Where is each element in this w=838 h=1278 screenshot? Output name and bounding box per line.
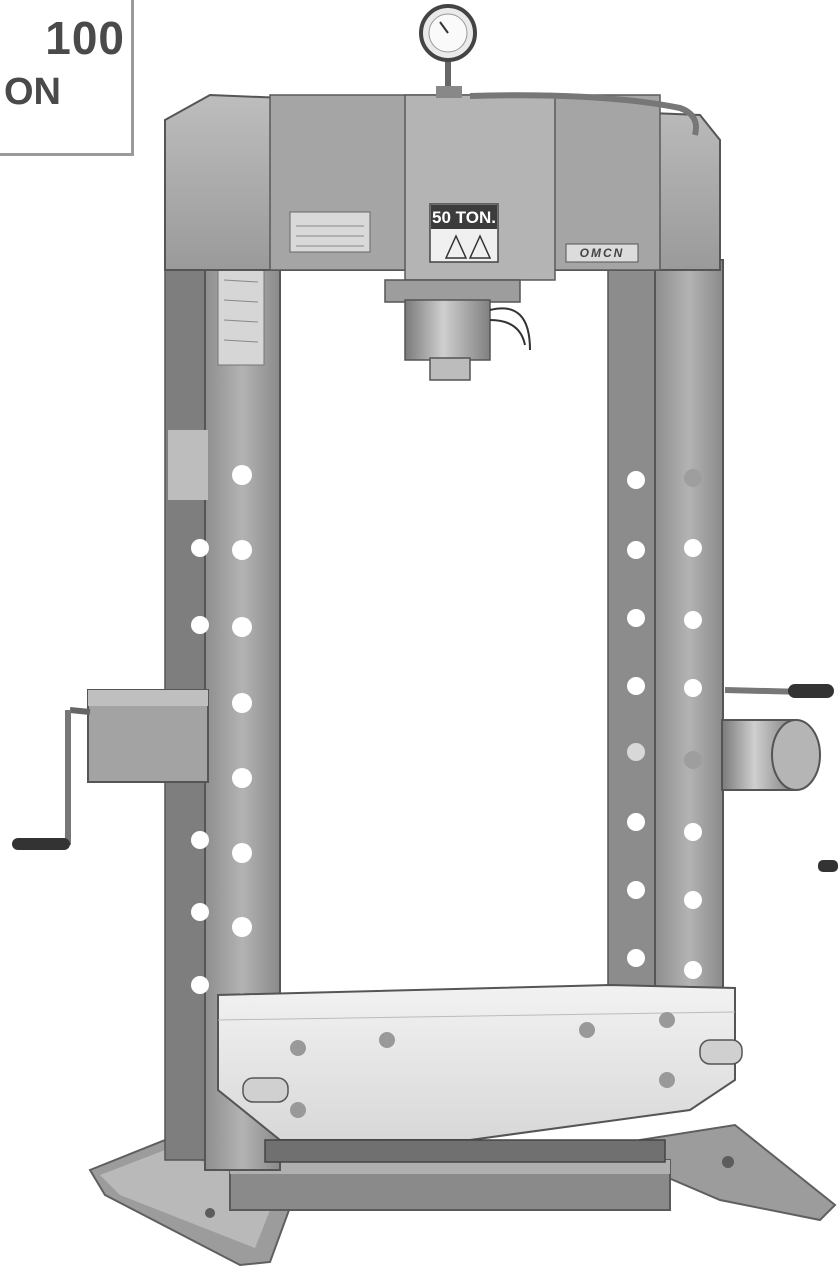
brand-label: OMCN xyxy=(579,246,625,260)
hydraulic-pump xyxy=(721,684,838,872)
winch-gearbox xyxy=(12,689,209,850)
capacity-plate-text: 50 TON. xyxy=(432,208,496,227)
model-badge-line2: ON xyxy=(4,71,61,113)
model-badge: 100 ON xyxy=(0,0,134,156)
right-column xyxy=(607,259,724,1001)
work-bed xyxy=(217,983,743,1163)
top-crossbeam xyxy=(164,93,721,281)
pressure-gauge xyxy=(419,4,699,136)
base-feet xyxy=(88,1123,837,1267)
model-badge-line1: 100 xyxy=(45,12,125,64)
ram-cylinder xyxy=(384,279,531,381)
